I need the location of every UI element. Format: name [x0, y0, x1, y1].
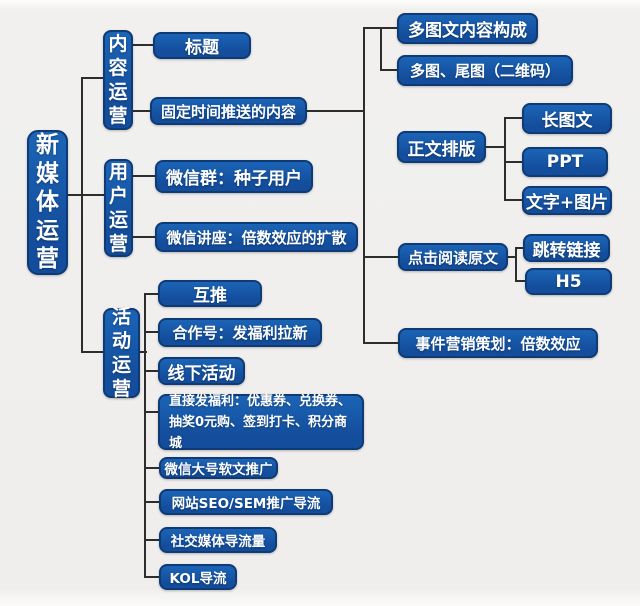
connector-line — [504, 117, 523, 119]
node-fixed-content: 固定时间推送的内容 — [150, 97, 307, 125]
connector-line — [363, 27, 365, 344]
node-wechat-softad: 微信大号软文推广 — [159, 457, 278, 479]
connector-line — [504, 199, 523, 201]
connector-line — [144, 331, 159, 333]
connector-line — [132, 44, 153, 46]
node-activity-ops: 活动运营 — [103, 306, 140, 400]
connector-line — [81, 77, 103, 79]
connector-line — [515, 280, 525, 282]
node-social-traffic: 社交媒体导流量 — [159, 527, 277, 553]
node-ppt: PPT — [522, 147, 608, 177]
connector-line — [144, 576, 159, 578]
node-typesetting: 正文排版 — [397, 131, 486, 163]
node-read-original: 点击阅读原文 — [398, 243, 508, 271]
connector-line — [380, 69, 397, 71]
node-mutual-push: 互推 — [158, 280, 262, 307]
connector-line — [144, 501, 159, 503]
connector-line — [81, 78, 83, 352]
connector-line — [365, 256, 398, 258]
connector-line — [132, 236, 155, 238]
node-kol-traffic: KOL导流 — [159, 564, 237, 590]
node-seo-sem: 网站SEO/SEM推广导流 — [159, 489, 333, 515]
node-coop-account: 合作号：发福利拉新 — [158, 318, 322, 347]
connector-line — [486, 146, 505, 148]
connector-line — [363, 27, 382, 29]
connector-line — [81, 351, 103, 353]
connector-line — [504, 117, 506, 201]
node-direct-benefits: 直接发福利：优惠券、兑换券、抽奖0元购、签到打卡、积分商城 — [158, 394, 364, 451]
node-multi-compose: 多图文内容构成 — [397, 13, 538, 44]
node-user-ops: 用户运营 — [104, 159, 133, 257]
node-h5: H5 — [525, 268, 612, 295]
connector-line — [515, 247, 517, 282]
node-wechat-group: 微信群：种子用户 — [155, 160, 313, 193]
connector-line — [139, 351, 147, 353]
node-title: 标题 — [153, 32, 251, 59]
node-offline-activity: 线下活动 — [158, 357, 245, 385]
connector-line — [132, 110, 150, 112]
connector-line — [144, 293, 159, 295]
node-long-picture: 长图文 — [522, 103, 612, 134]
connector-line — [504, 161, 523, 163]
connector-line — [508, 256, 517, 258]
node-wechat-lecture: 微信讲座：倍数效应的扩散 — [155, 222, 358, 252]
connector-line — [380, 27, 382, 71]
node-root: 新媒体运营 — [27, 130, 68, 275]
connector-line — [68, 194, 104, 196]
node-tail-qr: 多图、尾图（二维码） — [397, 55, 573, 86]
node-jump-link: 跳转链接 — [523, 234, 610, 262]
connector-line — [380, 27, 397, 29]
connector-line — [144, 467, 159, 469]
connector-line — [144, 411, 159, 413]
connector-line — [307, 110, 365, 112]
node-content-ops: 内容运营 — [103, 30, 133, 130]
connector-line — [144, 293, 146, 578]
connector-line — [144, 370, 159, 372]
node-text-image: 文字+图片 — [522, 186, 612, 215]
node-event-marketing: 事件营销策划：倍数效应 — [398, 328, 598, 358]
connector-line — [132, 175, 155, 177]
connector-line — [515, 247, 523, 249]
connector-line — [365, 342, 398, 344]
connector-line — [144, 539, 159, 541]
